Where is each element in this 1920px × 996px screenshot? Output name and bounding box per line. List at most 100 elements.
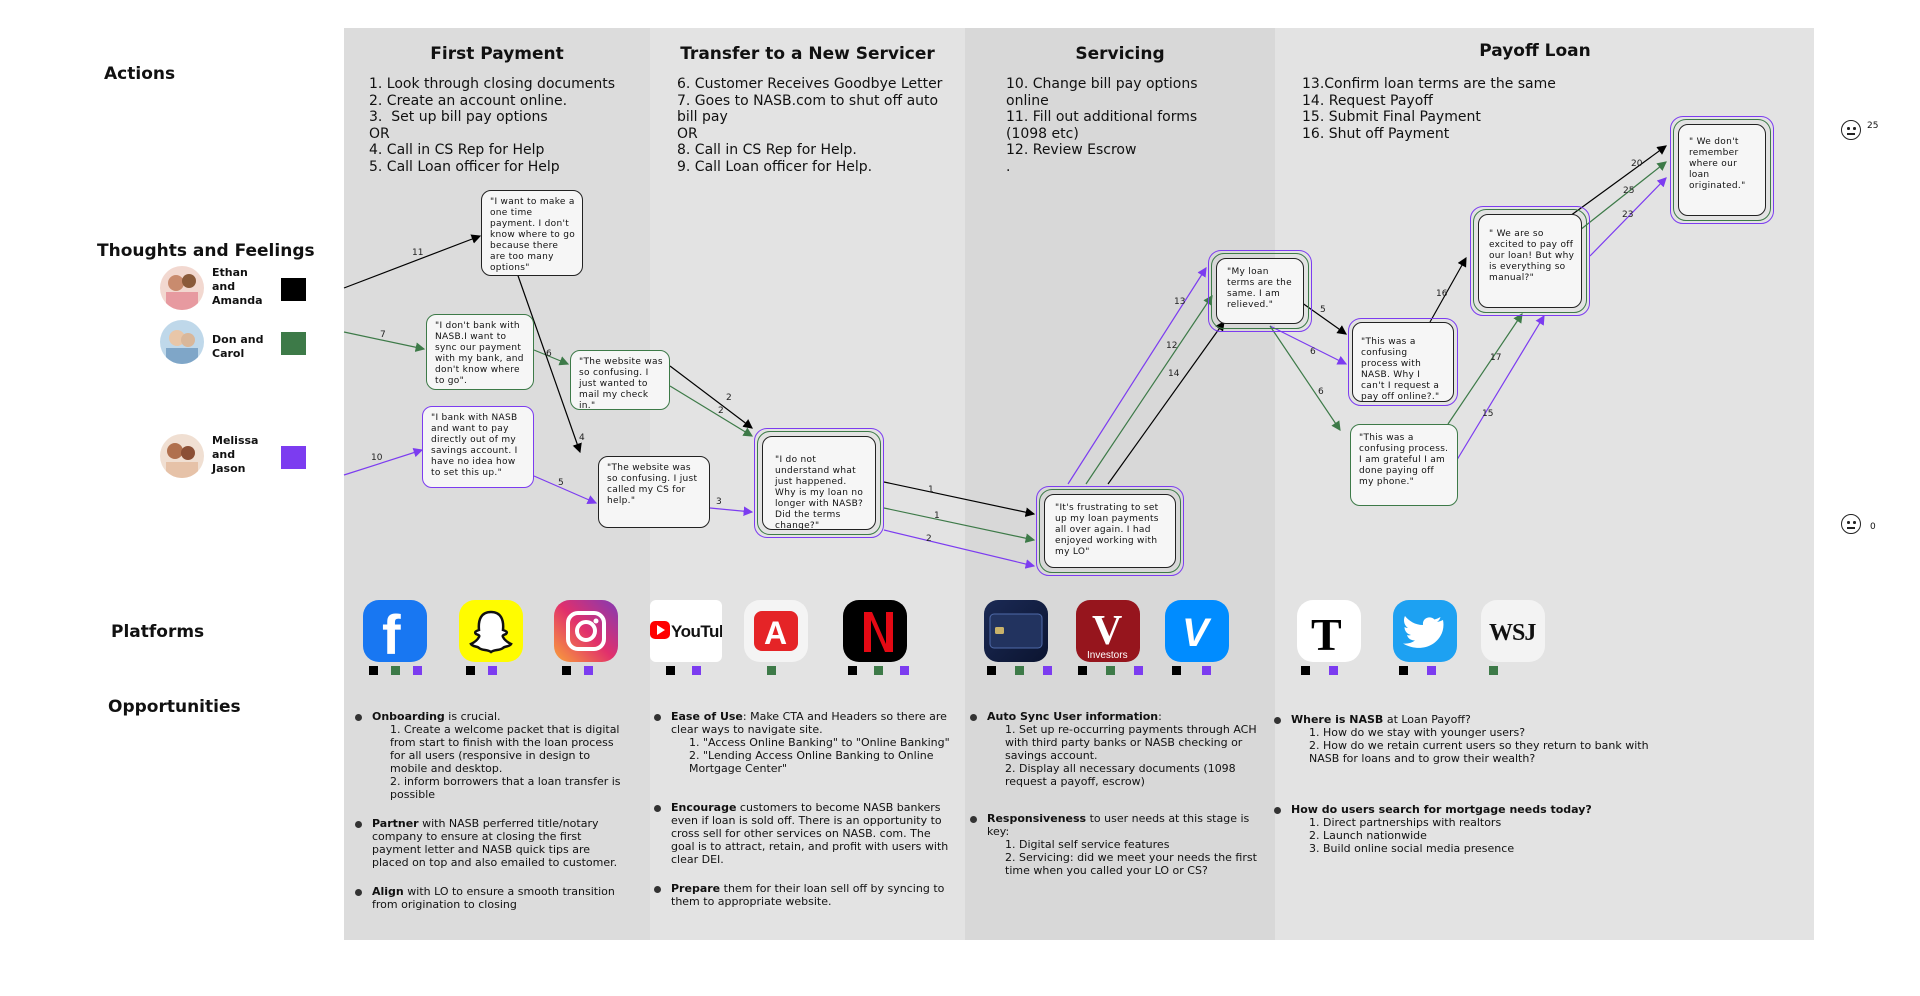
opportunity-heading: Ease of Use	[671, 710, 743, 723]
thought-card: "I don't bank with NASB.I want to sync o…	[426, 314, 534, 390]
facebook-icon: f	[363, 600, 427, 662]
opportunity-section: Partner with NASB perferred title/notary…	[355, 817, 630, 869]
opportunity-item: 1. How do we stay with younger users?	[1291, 726, 1674, 739]
flow-count-label: 12	[1166, 341, 1177, 351]
opportunity-heading: Onboarding	[372, 710, 445, 723]
flow-count-label: 6	[546, 349, 552, 359]
bullet-icon	[1274, 717, 1281, 724]
flow-arrow	[670, 366, 752, 428]
opportunity-section: Auto Sync User information:1. Set up re-…	[970, 710, 1266, 788]
flow-arrow	[884, 482, 1034, 514]
opportunity-text: at Loan Payoff?	[1383, 713, 1470, 726]
opportunity-section: Ease of Use: Make CTA and Headers so the…	[654, 710, 954, 775]
thought-card: "I do not understand what just happened.…	[762, 436, 876, 530]
wsj-icon: WSJ	[1481, 600, 1545, 662]
platform-user-markers	[1489, 666, 1509, 676]
svg-text:Investors: Investors	[1087, 650, 1128, 661]
flow-count-label: 20	[1631, 159, 1643, 169]
opportunity-section: Prepare them for their loan sell off by …	[654, 882, 954, 908]
opportunity-text: :	[1158, 710, 1162, 723]
opportunity-text: is crucial.	[445, 710, 501, 723]
svg-text:A: A	[764, 615, 787, 651]
bullet-icon	[654, 714, 661, 721]
opportunities-first-payment: Onboarding is crucial.1. Create a welcom…	[355, 710, 630, 927]
thought-card: "I bank with NASB and want to pay direct…	[422, 406, 534, 488]
flow-count-label: 2	[926, 534, 932, 544]
opportunity-section: Align with LO to ensure a smooth transit…	[355, 885, 630, 911]
flow-count-label: 11	[412, 248, 423, 258]
thought-card: "This was a confusing process. I am grat…	[1350, 424, 1458, 506]
flow-count-label: 16	[1436, 289, 1448, 299]
svg-text:V: V	[1182, 611, 1212, 655]
opportunity-item: 2. Launch nationwide	[1291, 829, 1674, 842]
flow-count-label: 3	[716, 497, 722, 507]
opportunity-item: 2. Display all necessary documents (1098…	[987, 762, 1266, 788]
flow-count-label: 4	[579, 433, 585, 443]
opportunity-section: Encourage customers to become NASB banke…	[654, 801, 954, 866]
opportunity-item: 2. Servicing: did we meet your needs the…	[987, 851, 1266, 877]
flow-count-label: 14	[1168, 369, 1180, 379]
twitter-icon	[1393, 600, 1457, 662]
platform-user-markers	[848, 666, 908, 676]
youtube-icon: YouTube	[650, 600, 722, 662]
flow-count-label: 2	[718, 406, 724, 416]
svg-text:WSJ: WSJ	[1489, 620, 1536, 646]
bullet-icon	[355, 889, 362, 896]
opportunity-text: with LO to ensure a smooth transition fr…	[372, 885, 615, 911]
platform-user-markers	[1172, 666, 1212, 676]
opportunity-section: Where is NASB at Loan Payoff?1. How do w…	[1274, 713, 1674, 765]
opportunity-item: 3. Build online social media presence	[1291, 842, 1674, 855]
flow-arrow	[1570, 146, 1666, 216]
bullet-icon	[654, 805, 661, 812]
opportunity-heading: Encourage	[671, 801, 736, 814]
thought-card: "This was a confusing process with NASB.…	[1352, 322, 1454, 402]
instagram-icon	[554, 600, 618, 662]
opportunity-section: How do users search for mortgage needs t…	[1274, 803, 1674, 855]
opportunity-item: 2. How do we retain current users so the…	[1291, 739, 1674, 765]
opportunity-item: 1. Digital self service features	[987, 838, 1266, 851]
thought-card: "I want to make a one time payment. I do…	[481, 190, 583, 276]
opportunity-heading: Align	[372, 885, 404, 898]
vanguard-icon: VInvestors	[1076, 600, 1140, 662]
opportunities-servicing: Auto Sync User information:1. Set up re-…	[970, 710, 1266, 893]
platform-user-markers	[1078, 666, 1138, 676]
platform-user-markers	[666, 666, 706, 676]
flow-arrow	[1086, 296, 1212, 484]
platform-user-markers	[562, 666, 602, 676]
flow-count-label: 6	[1318, 387, 1324, 397]
flow-arrow	[534, 476, 596, 503]
opportunity-item: 1. Direct partnerships with realtors	[1291, 816, 1674, 829]
opportunity-heading: Responsiveness	[987, 812, 1086, 825]
bullet-icon	[355, 714, 362, 721]
flow-arrow	[1448, 314, 1522, 424]
card-app-icon	[984, 600, 1048, 662]
bullet-icon	[970, 714, 977, 721]
flow-count-label: 5	[1320, 305, 1326, 315]
flow-arrow	[1446, 316, 1544, 478]
flow-count-label: 1	[928, 485, 934, 495]
opportunity-heading: Prepare	[671, 882, 720, 895]
opportunity-heading: How do users search for mortgage needs t…	[1291, 803, 1592, 816]
flow-arrow	[670, 386, 752, 436]
bullet-icon	[970, 816, 977, 823]
platform-user-markers	[466, 666, 506, 676]
opportunity-section: Responsiveness to user needs at this sta…	[970, 812, 1266, 877]
flow-arrow	[344, 236, 480, 288]
flow-count-label: 6	[1310, 347, 1316, 357]
opportunity-heading: Auto Sync User information	[987, 710, 1158, 723]
opportunities-payoff: Where is NASB at Loan Payoff?1. How do w…	[1274, 713, 1674, 871]
nyt-icon: T	[1297, 600, 1361, 662]
svg-text:YouTube: YouTube	[671, 622, 722, 641]
platform-user-markers	[767, 666, 787, 676]
thought-card: " We don't remember where our loan origi…	[1678, 124, 1766, 216]
opportunity-item: 1. Set up re-occurring payments through …	[987, 723, 1266, 762]
flow-count-label: 10	[371, 453, 383, 463]
platform-user-markers	[369, 666, 429, 676]
opportunities-transfer: Ease of Use: Make CTA and Headers so the…	[654, 710, 954, 924]
flow-count-label: 7	[380, 330, 386, 340]
flow-count-label: 15	[1482, 409, 1493, 419]
thought-card: "The website was so confusing. I just wa…	[570, 350, 670, 410]
flow-arrow	[344, 450, 422, 475]
autotrader-icon: A	[744, 600, 808, 662]
